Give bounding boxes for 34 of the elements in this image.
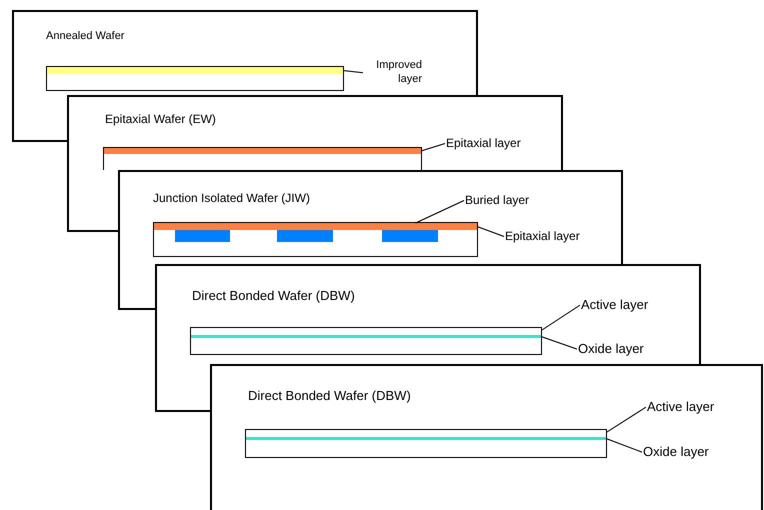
wafer-substrate xyxy=(190,327,542,355)
leader-line xyxy=(542,304,580,330)
buried-layer-block xyxy=(382,230,438,242)
layer-label: Buried layer xyxy=(465,193,530,208)
wafer-title: Junction Isolated Wafer (JIW) xyxy=(153,192,310,204)
wafer-title: Epitaxial Wafer (EW) xyxy=(105,113,216,125)
layer-label: Active layer xyxy=(581,297,648,314)
epitaxial-layer-band xyxy=(104,148,421,154)
buried-layer-block xyxy=(277,230,333,242)
wafer-title: Annealed Wafer xyxy=(46,31,124,42)
leader-line xyxy=(342,70,364,74)
layer-label: Epitaxial layer xyxy=(505,229,580,244)
layer-label: Improved layer xyxy=(364,59,422,86)
leader-line xyxy=(606,406,646,432)
wafer-substrate xyxy=(153,222,478,257)
leader-line xyxy=(606,438,642,453)
wafer-title: Direct Bonded Wafer (DBW) xyxy=(192,289,355,302)
layer-label: Active layer xyxy=(647,399,714,416)
wafer-title: Direct Bonded Wafer (DBW) xyxy=(248,389,411,402)
wafer-substrate xyxy=(103,147,422,170)
leader-line xyxy=(540,336,578,350)
leader-line xyxy=(420,143,446,152)
leader-line xyxy=(415,200,464,224)
leader-line xyxy=(476,226,504,237)
buried-layer-block xyxy=(175,230,230,242)
wafer-substrate xyxy=(46,66,344,91)
oxide-layer-line xyxy=(191,335,541,338)
layer-label: Oxide layer xyxy=(643,444,709,460)
layer-label: Epitaxial layer xyxy=(446,136,521,151)
oxide-layer-line xyxy=(246,437,606,440)
layer-label: Oxide layer xyxy=(578,341,644,358)
epitaxial-layer-band xyxy=(154,223,477,230)
improved-layer-band xyxy=(47,67,343,74)
wafer-substrate xyxy=(245,429,607,458)
